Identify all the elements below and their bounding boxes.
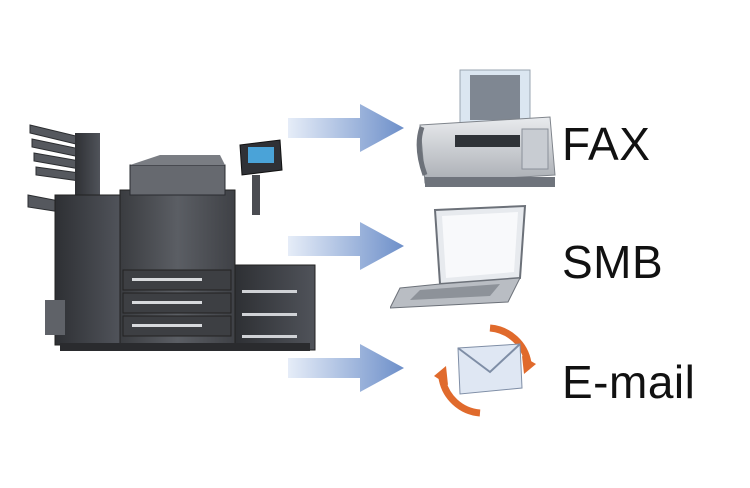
fax-machine-icon [416, 69, 556, 187]
email-label: E-mail [562, 356, 696, 408]
laptop-icon [390, 204, 527, 309]
smb-label: SMB [562, 236, 664, 288]
email-envelope-icon [434, 324, 536, 417]
fax-label: FAX [562, 118, 651, 170]
multifunction-printer-icon [27, 124, 316, 351]
arrow-to-fax [288, 104, 404, 152]
arrow-to-email [288, 344, 404, 392]
arrow-to-smb [288, 222, 404, 270]
